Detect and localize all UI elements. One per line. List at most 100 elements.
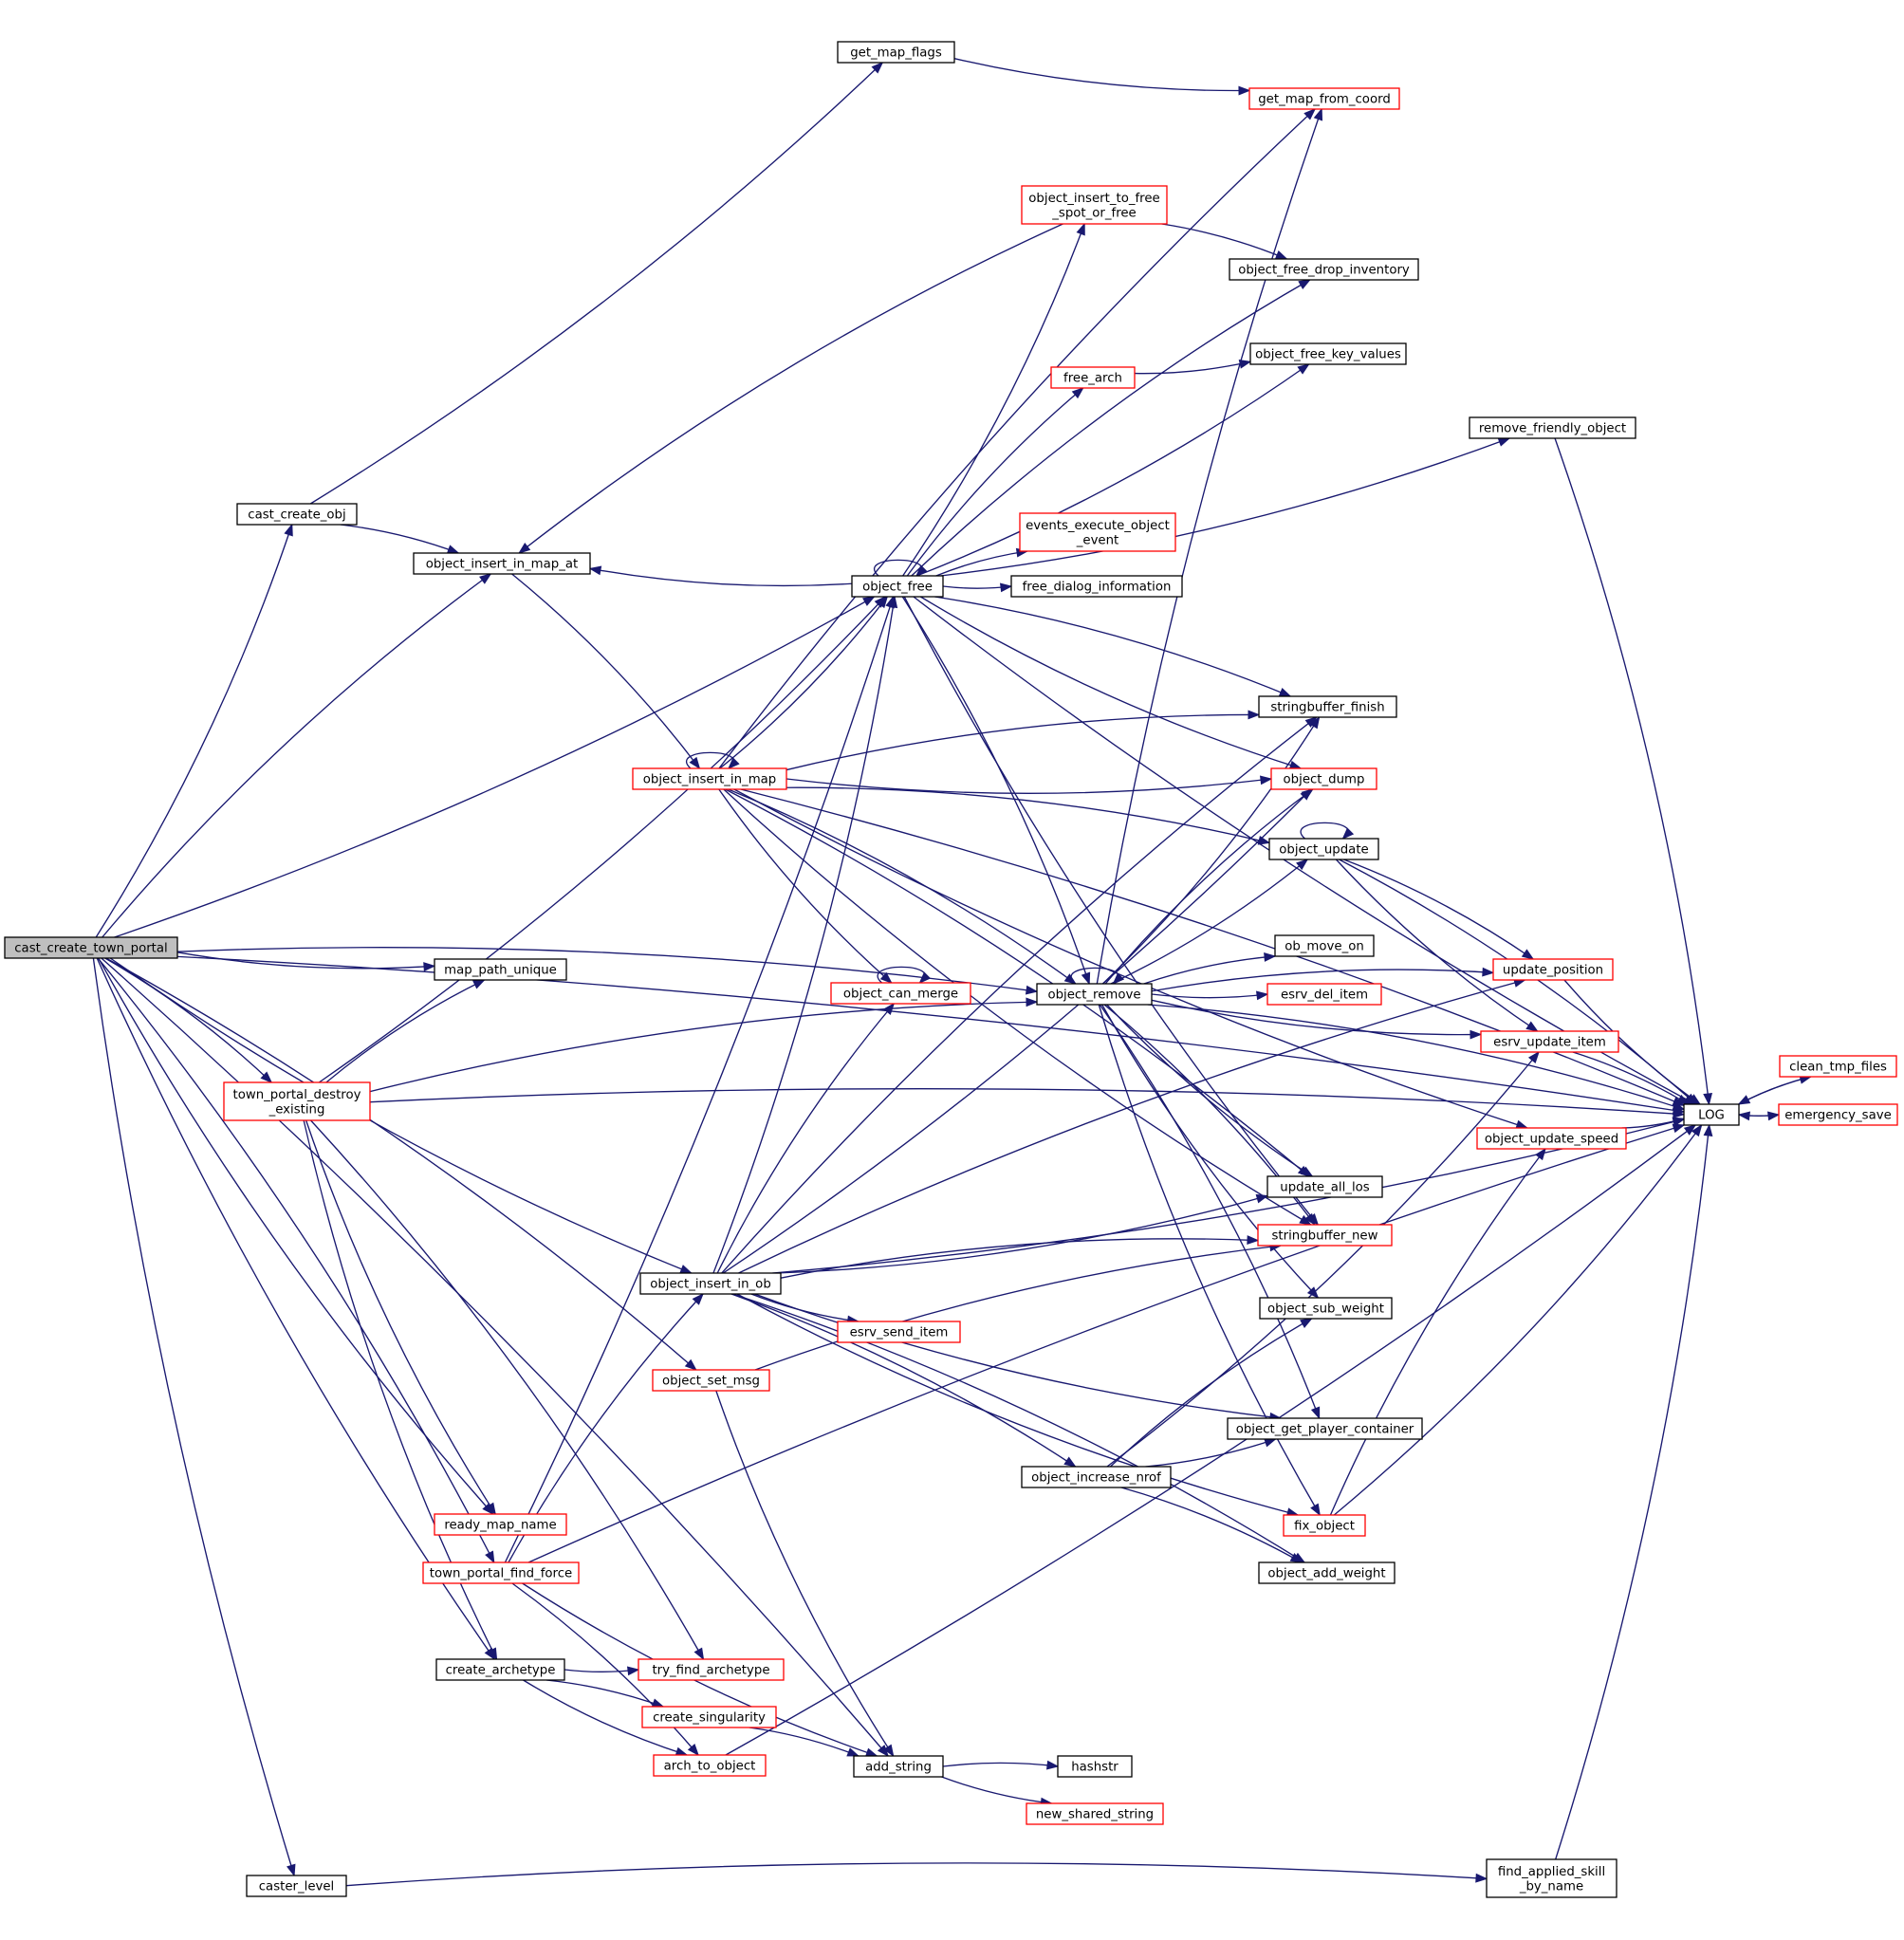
node-remove-friendly-object[interactable]: remove_friendly_object — [1469, 416, 1636, 439]
node-free-arch[interactable]: free_arch — [1050, 366, 1136, 389]
node-object-can-merge[interactable]: object_can_merge — [830, 982, 971, 1005]
edge-cast-create-town-portal-to-town-portal-destroy-existing-line — [104, 957, 272, 1083]
edge-town-portal-destroy-existing-to-ready-map-name — [305, 1119, 496, 1516]
edge-cast-create-town-portal-to-object-remove — [176, 947, 1039, 995]
node-object-update-speed[interactable]: object_update_speed — [1476, 1127, 1627, 1150]
node-label: add_string — [865, 1761, 932, 1775]
edge-town-portal-destroy-existing-to-object-free — [318, 595, 887, 1083]
edge-object-insert-in-ob-to-LOG-line — [772, 1118, 1685, 1274]
node-fix-object[interactable]: fix_object — [1283, 1514, 1366, 1537]
node-object-free-key-values[interactable]: object_free_key_values — [1249, 342, 1407, 365]
node-box — [641, 1706, 777, 1728]
node-box — [1779, 1055, 1897, 1078]
node-cast-create-town-portal[interactable]: cast_create_town_portal — [4, 936, 178, 959]
edge-town-portal-destroy-existing-to-map-path-unique-arrowhead — [472, 979, 486, 989]
node-free-dialog-information[interactable]: free_dialog_information — [1010, 575, 1183, 598]
node-stringbuffer-new[interactable]: stringbuffer_new — [1257, 1224, 1393, 1247]
node-object-insert-in-ob[interactable]: object_insert_in_ob — [639, 1272, 782, 1295]
edge-update-position-to-LOG-line — [1563, 979, 1701, 1105]
node-object-free-drop-inventory[interactable]: object_free_drop_inventory — [1229, 258, 1419, 281]
node-object-remove[interactable]: object_remove — [1036, 983, 1153, 1006]
node-emergency-save[interactable]: emergency_save — [1778, 1103, 1898, 1126]
node-map-path-unique[interactable]: map_path_unique — [434, 958, 567, 981]
edge-update-position-to-LOG-arrowhead — [1688, 1094, 1702, 1105]
node-update-position[interactable]: update_position — [1492, 958, 1614, 981]
node-ob-move-on[interactable]: ob_move_on — [1274, 934, 1375, 957]
node-label: create_archetype — [446, 1664, 556, 1678]
node-town-portal-find-force[interactable]: town_portal_find_force — [422, 1561, 580, 1584]
edge-cast-create-town-portal-to-create-archetype — [96, 957, 496, 1661]
node-create-singularity[interactable]: create_singularity — [641, 1706, 777, 1728]
edge-create-archetype-to-create-singularity-arrowhead — [651, 1698, 665, 1708]
node-get-map-from-coord[interactable]: get_map_from_coord — [1248, 87, 1400, 110]
edge-cast-create-town-portal-to-map-path-unique-line — [176, 952, 435, 970]
node-object-increase-nrof[interactable]: object_increase_nrof — [1021, 1466, 1172, 1488]
edge-town-portal-destroy-existing-to-try-find-archetype-line — [310, 1119, 705, 1660]
node-object-dump[interactable]: object_dump — [1270, 767, 1377, 790]
node-label: ob_move_on — [1285, 940, 1364, 954]
node-esrv-send-item[interactable]: esrv_send_item — [837, 1321, 961, 1343]
edge-object-increase-nrof-to-object-add-weight — [1120, 1487, 1303, 1563]
node-cast-create-obj[interactable]: cast_create_obj — [236, 503, 358, 526]
node-box — [1266, 983, 1382, 1006]
edge-arch-to-object-to-LOG-line — [725, 1124, 1696, 1756]
node-label: object_add_weight — [1267, 1567, 1385, 1581]
node-object-insert-to-free-spot-or-free[interactable]: object_insert_to_free_spot_or_free — [1021, 185, 1168, 225]
edge-cast-create-town-portal-to-object-set-msg — [105, 957, 697, 1371]
edge-object-insert-in-ob-to-LOG — [772, 1117, 1686, 1274]
edge-object-insert-in-ob-to-fix-object-line — [736, 1293, 1299, 1516]
node-get-map-flags[interactable]: get_map_flags — [837, 41, 955, 64]
node-esrv-del-item[interactable]: esrv_del_item — [1266, 983, 1382, 1006]
edge-town-portal-find-force-to-add-string-arrowhead — [864, 1747, 878, 1757]
node-object-sub-weight[interactable]: object_sub_weight — [1259, 1297, 1393, 1320]
node-town-portal-destroy-existing[interactable]: town_portal_destroy_existing — [223, 1081, 371, 1121]
node-clean-tmp-files[interactable]: clean_tmp_files — [1779, 1055, 1897, 1078]
node-events-execute-object-event[interactable]: events_execute_object_event — [1019, 512, 1176, 552]
edge-object-update-to-esrv-update-item — [1335, 859, 1539, 1032]
edge-object-insert-to-free-spot-or-free-to-object-free-drop-inventory-line — [1161, 223, 1287, 260]
edge-cast-create-town-portal-to-object-insert-in-ob-arrowhead — [679, 1265, 693, 1274]
node-label: caster_level — [259, 1880, 335, 1894]
node-hashstr[interactable]: hashstr — [1057, 1755, 1133, 1778]
edge-cast-create-town-portal-to-ready-map-name-line — [98, 957, 494, 1515]
edge-object-set-msg-to-add-string — [715, 1390, 895, 1758]
node-object-free[interactable]: object_free — [851, 575, 944, 598]
node-esrv-update-item[interactable]: esrv_update_item — [1480, 1030, 1619, 1053]
node-try-find-archetype[interactable]: try_find_archetype — [638, 1658, 785, 1681]
node-arch-to-object[interactable]: arch_to_object — [653, 1754, 767, 1777]
edge-object-free-to-object-free — [874, 559, 928, 577]
edge-town-portal-destroy-existing-to-LOG-line — [369, 1088, 1685, 1116]
node-object-get-player-container[interactable]: object_get_player_container — [1227, 1417, 1423, 1440]
edge-object-insert-in-ob-to-update-all-los-line — [776, 1194, 1268, 1274]
node-new-shared-string[interactable]: new_shared_string — [1026, 1802, 1164, 1825]
node-caster-level[interactable]: caster_level — [246, 1875, 347, 1897]
node-label: ready_map_name — [444, 1519, 556, 1533]
node-update-all-los[interactable]: update_all_los — [1266, 1175, 1383, 1198]
edge-object-remove-to-ob-move-on-arrowhead — [1264, 952, 1277, 962]
edge-cast-create-town-portal-to-object-set-msg-arrowhead — [684, 1358, 697, 1371]
node-label: get_map_from_coord — [1258, 93, 1391, 107]
node-box — [1021, 1466, 1172, 1488]
node-create-archetype[interactable]: create_archetype — [435, 1658, 565, 1681]
edge-remove-friendly-object-to-LOG-line — [1554, 437, 1710, 1105]
edge-cast-create-town-portal-to-add-string-line — [101, 957, 889, 1757]
node-object-add-weight[interactable]: object_add_weight — [1258, 1561, 1396, 1584]
node-add-string[interactable]: add_string — [853, 1755, 944, 1778]
node-object-insert-in-map[interactable]: object_insert_in_map — [632, 767, 787, 790]
node-find-applied-skill-by-name[interactable]: find_applied_skill_by_name — [1486, 1858, 1617, 1898]
edge-LOG-to-clean-tmp-files — [1738, 1075, 1813, 1105]
node-LOG[interactable]: LOG — [1683, 1103, 1740, 1126]
edge-object-free-to-object-insert-to-free-spot-or-free — [902, 222, 1085, 577]
node-object-update[interactable]: object_update — [1268, 838, 1379, 860]
node-object-insert-in-map-at[interactable]: object_insert_in_map_at — [413, 552, 591, 575]
edge-fix-object-to-LOG-line — [1333, 1124, 1703, 1516]
edge-object-insert-in-map-to-stringbuffer-finish-arrowhead — [1248, 710, 1261, 720]
node-ready-map-name[interactable]: ready_map_name — [434, 1513, 567, 1536]
edge-object-insert-in-map-to-object-can-merge — [718, 788, 893, 984]
node-box — [830, 982, 971, 1005]
node-stringbuffer-finish[interactable]: stringbuffer_finish — [1258, 695, 1397, 718]
edge-object-free-to-object-dump-line — [920, 596, 1302, 769]
node-box — [853, 1755, 944, 1778]
edge-object-free-to-events-execute-object-event-line — [935, 550, 1028, 577]
node-object-set-msg[interactable]: object_set_msg — [652, 1369, 770, 1392]
